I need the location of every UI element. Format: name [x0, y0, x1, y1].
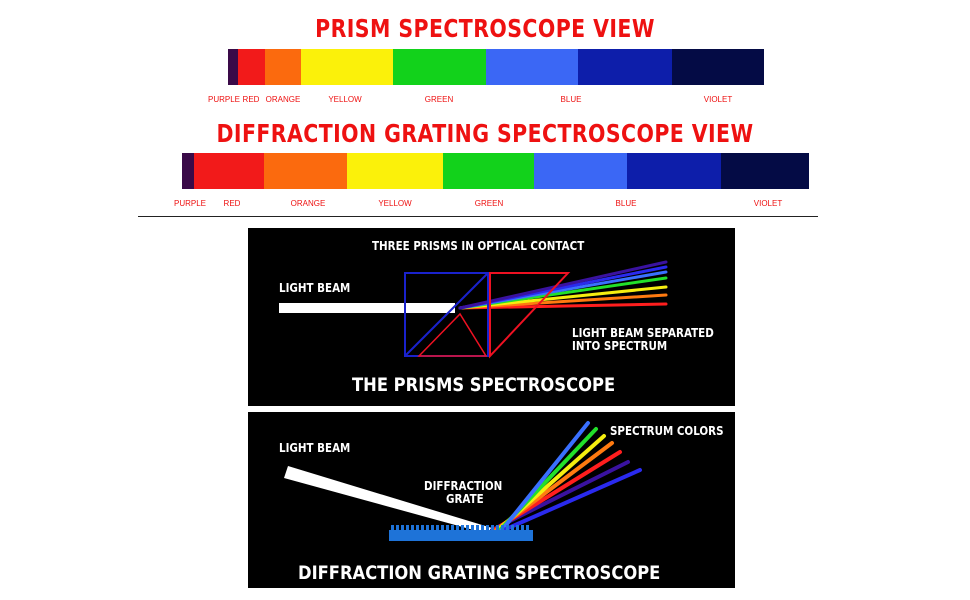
spectrum-segment [721, 153, 809, 189]
spectrum-label-blue: BLUE [560, 95, 582, 104]
spectrum-segment [627, 153, 721, 189]
grate-tooth [466, 525, 469, 531]
grating-diagram [284, 421, 642, 541]
spectrum-segment [393, 49, 486, 85]
grate-tooth [521, 525, 524, 531]
spectrum-label-blue: BLUE [615, 199, 637, 208]
grate-tooth [476, 525, 479, 531]
grate-tooth [431, 525, 434, 531]
grate-tooth [461, 525, 464, 531]
diffraction-grate-base [389, 530, 533, 541]
spectrum-segment [228, 49, 238, 85]
spectrum-label-violet: VIOLET [753, 199, 783, 208]
grate-tooth [451, 525, 454, 531]
grating-spectroscope-panel: LIGHT BEAM SPECTRUM COLORS DIFFRACTION G… [248, 412, 735, 588]
spectrum-segment [301, 49, 393, 85]
grate-tooth [486, 525, 489, 531]
grate-tooth [516, 525, 519, 531]
spectrum-label-green: GREEN [474, 199, 504, 208]
grate-tooth [441, 525, 444, 531]
diffraction-grate-teeth [391, 525, 529, 531]
spectrum-colors-label: SPECTRUM COLORS [610, 424, 724, 438]
prisms-heading: THREE PRISMS IN OPTICAL CONTACT [372, 239, 585, 253]
grate-tooth [416, 525, 419, 531]
prism-view-title: PRISM SPECTROSCOPE VIEW [315, 14, 655, 43]
grate-tooth [411, 525, 414, 531]
prisms-diagram [279, 260, 668, 359]
prisms-caption: THE PRISMS SPECTROSCOPE [352, 374, 616, 396]
grating-spectrum-bar [182, 153, 809, 189]
grating-caption: DIFFRACTION GRATING SPECTROSCOPE [298, 562, 661, 584]
grate-tooth [501, 525, 504, 531]
spectrum-label-violet: VIOLET [703, 95, 733, 104]
spectrum-label-purple: PURPLE [207, 95, 241, 104]
spectrum-segment [265, 49, 301, 85]
spectrum-label-red: RED [223, 199, 241, 208]
prism-spectrum-rays [458, 260, 668, 310]
separated-label-line2: INTO SPECTRUM [572, 339, 668, 353]
spectrum-segment [578, 49, 672, 85]
separated-label-line1: LIGHT BEAM SEPARATED [572, 326, 714, 340]
spectrum-segment [347, 153, 443, 189]
grate-tooth [391, 525, 394, 531]
spectrum-label-green: GREEN [424, 95, 454, 104]
grate-tooth [471, 525, 474, 531]
grate-tooth [456, 525, 459, 531]
small-red-prism [417, 312, 488, 357]
spectrum-segment [238, 49, 265, 85]
prisms-spectroscope-panel: THREE PRISMS IN OPTICAL CONTACT LIGHT BE… [248, 228, 735, 406]
grate-tooth [396, 525, 399, 531]
grating-view-title: DIFFRACTION GRATING SPECTROSCOPE VIEW [216, 119, 754, 148]
grate-tooth [401, 525, 404, 531]
grate-tooth [506, 525, 509, 531]
prism-ray [458, 260, 668, 310]
grating-ray [500, 421, 590, 532]
grate-tooth [446, 525, 449, 531]
grate-label-line2: GRATE [446, 492, 484, 506]
grating-spectrum-rays [490, 421, 642, 532]
grate-tooth [511, 525, 514, 531]
grate-tooth [526, 525, 529, 531]
grate-label-line1: DIFFRACTION [424, 479, 503, 493]
prism-light-beam [279, 303, 455, 313]
grate-tooth [491, 525, 494, 531]
spectrum-segment [264, 153, 347, 189]
spectrum-segment [194, 153, 264, 189]
spectrum-segment [672, 49, 764, 85]
spectrum-segment [534, 153, 627, 189]
spectrum-segment [486, 49, 578, 85]
grate-tooth [406, 525, 409, 531]
spectrum-label-red: RED [242, 95, 260, 104]
spectrum-segment [443, 153, 534, 189]
grating-ray [502, 468, 642, 532]
grate-tooth [421, 525, 424, 531]
large-red-prism [489, 272, 571, 359]
spectrum-label-orange: ORANGE [290, 199, 326, 208]
blue-prism-diagonal [404, 272, 489, 357]
spectrum-label-purple: PURPLE [173, 199, 207, 208]
spectrum-label-orange: ORANGE [265, 95, 301, 104]
grating-light-beam [284, 466, 492, 534]
spectrum-label-yellow: YELLOW [378, 199, 412, 208]
spectrum-label-yellow: YELLOW [328, 95, 362, 104]
spectrum-segment [182, 153, 194, 189]
divider [138, 216, 818, 217]
grate-tooth [436, 525, 439, 531]
grate-tooth [496, 525, 499, 531]
grating-light-beam-label: LIGHT BEAM [279, 441, 351, 455]
grate-tooth [481, 525, 484, 531]
grate-tooth [426, 525, 429, 531]
prism-spectrum-bar [228, 49, 764, 85]
prism-light-beam-label: LIGHT BEAM [279, 281, 351, 295]
